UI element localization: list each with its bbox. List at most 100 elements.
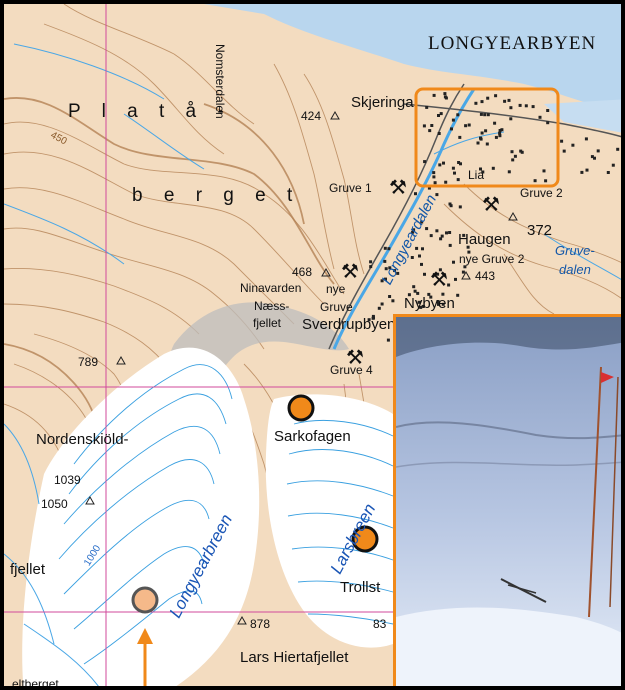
gruve4-label: Gruve 4 bbox=[330, 363, 373, 377]
nybyen-label: Nybyen bbox=[404, 295, 455, 312]
marker-sarkofagen bbox=[287, 394, 315, 422]
building bbox=[437, 132, 441, 135]
haugen-label: Haugen bbox=[458, 231, 511, 248]
building bbox=[420, 262, 423, 266]
building bbox=[422, 124, 426, 128]
gruvedalen-label-b: dalen bbox=[559, 262, 591, 277]
building bbox=[474, 101, 478, 105]
mine-icon: ⚒ bbox=[430, 267, 448, 291]
snow-field-photo bbox=[396, 317, 621, 686]
building bbox=[459, 162, 462, 166]
building bbox=[571, 143, 575, 147]
buildings bbox=[367, 92, 620, 344]
building bbox=[443, 92, 447, 96]
building bbox=[383, 246, 387, 250]
building bbox=[451, 166, 455, 170]
berget-label: b e r g e t bbox=[132, 185, 301, 206]
photo-ridge-2 bbox=[396, 461, 621, 468]
photo-foreground-snow bbox=[396, 607, 621, 686]
height-468: 468 bbox=[292, 265, 313, 279]
nye-gruve2-label: nye Gruve 2 bbox=[459, 252, 525, 266]
coast-road bbox=[403, 103, 621, 138]
building bbox=[494, 135, 498, 139]
building bbox=[425, 105, 429, 109]
building bbox=[388, 266, 392, 270]
building bbox=[442, 161, 445, 165]
building bbox=[456, 178, 460, 182]
building bbox=[447, 283, 451, 287]
building bbox=[580, 170, 584, 174]
building bbox=[476, 141, 480, 145]
building bbox=[387, 247, 391, 251]
building bbox=[538, 115, 542, 119]
building bbox=[441, 302, 445, 306]
photo-debris bbox=[500, 578, 547, 603]
building bbox=[380, 302, 384, 306]
building bbox=[498, 134, 502, 138]
building bbox=[435, 193, 439, 197]
building bbox=[438, 163, 442, 167]
trollsteinen-label: Trollst bbox=[340, 579, 381, 596]
building bbox=[445, 231, 448, 235]
building bbox=[437, 302, 440, 306]
building bbox=[596, 149, 600, 153]
eltberget-label: eltberget bbox=[12, 677, 59, 690]
building bbox=[479, 112, 483, 116]
sarkofagen-label: Sarkofagen bbox=[274, 428, 351, 445]
building bbox=[484, 129, 488, 133]
gruve-label: Gruve bbox=[320, 300, 353, 314]
longyearbreen-glacier bbox=[22, 347, 260, 686]
building bbox=[560, 139, 564, 143]
building bbox=[463, 265, 467, 269]
building bbox=[467, 250, 471, 254]
building bbox=[507, 98, 511, 102]
building bbox=[425, 227, 429, 231]
building bbox=[443, 95, 447, 99]
building bbox=[486, 96, 490, 100]
building bbox=[418, 254, 421, 258]
building bbox=[411, 230, 415, 234]
building bbox=[616, 147, 620, 151]
town-highlight-box bbox=[414, 87, 560, 188]
height-372: 372 bbox=[527, 222, 553, 239]
height-1039: 1039 bbox=[54, 473, 81, 487]
marker-longyearbreen bbox=[131, 586, 159, 614]
mine-symbols: ⚒ ⚒ ⚒ ⚒ ⚒ bbox=[341, 175, 500, 369]
building bbox=[584, 137, 588, 141]
lia-label: Lia bbox=[468, 168, 485, 182]
building bbox=[509, 106, 513, 110]
building bbox=[503, 99, 507, 103]
building bbox=[413, 289, 417, 293]
building bbox=[448, 231, 452, 234]
building bbox=[369, 265, 373, 269]
fjord-shallows bbox=[544, 99, 621, 133]
building bbox=[513, 154, 517, 158]
building bbox=[386, 338, 390, 342]
building bbox=[483, 113, 487, 117]
ninavarden-label: Ninavarden bbox=[240, 281, 302, 295]
building bbox=[448, 202, 452, 206]
building bbox=[500, 128, 504, 132]
building bbox=[486, 113, 490, 117]
building bbox=[444, 180, 448, 184]
building bbox=[509, 117, 513, 121]
photo-pole-2 bbox=[609, 376, 619, 608]
building bbox=[440, 234, 444, 238]
building bbox=[384, 267, 388, 271]
building bbox=[419, 305, 423, 309]
building bbox=[464, 124, 468, 128]
building bbox=[439, 112, 443, 116]
building bbox=[606, 171, 610, 174]
photo-debris-2 bbox=[507, 584, 537, 594]
mine-icon: ⚒ bbox=[389, 175, 407, 199]
building bbox=[450, 127, 453, 131]
building bbox=[456, 113, 460, 117]
building bbox=[423, 160, 427, 164]
building bbox=[427, 186, 431, 190]
height-1050: 1050 bbox=[41, 497, 68, 511]
building bbox=[417, 300, 421, 304]
building bbox=[461, 270, 465, 274]
building bbox=[369, 260, 373, 264]
building bbox=[593, 156, 596, 160]
building bbox=[410, 256, 414, 259]
